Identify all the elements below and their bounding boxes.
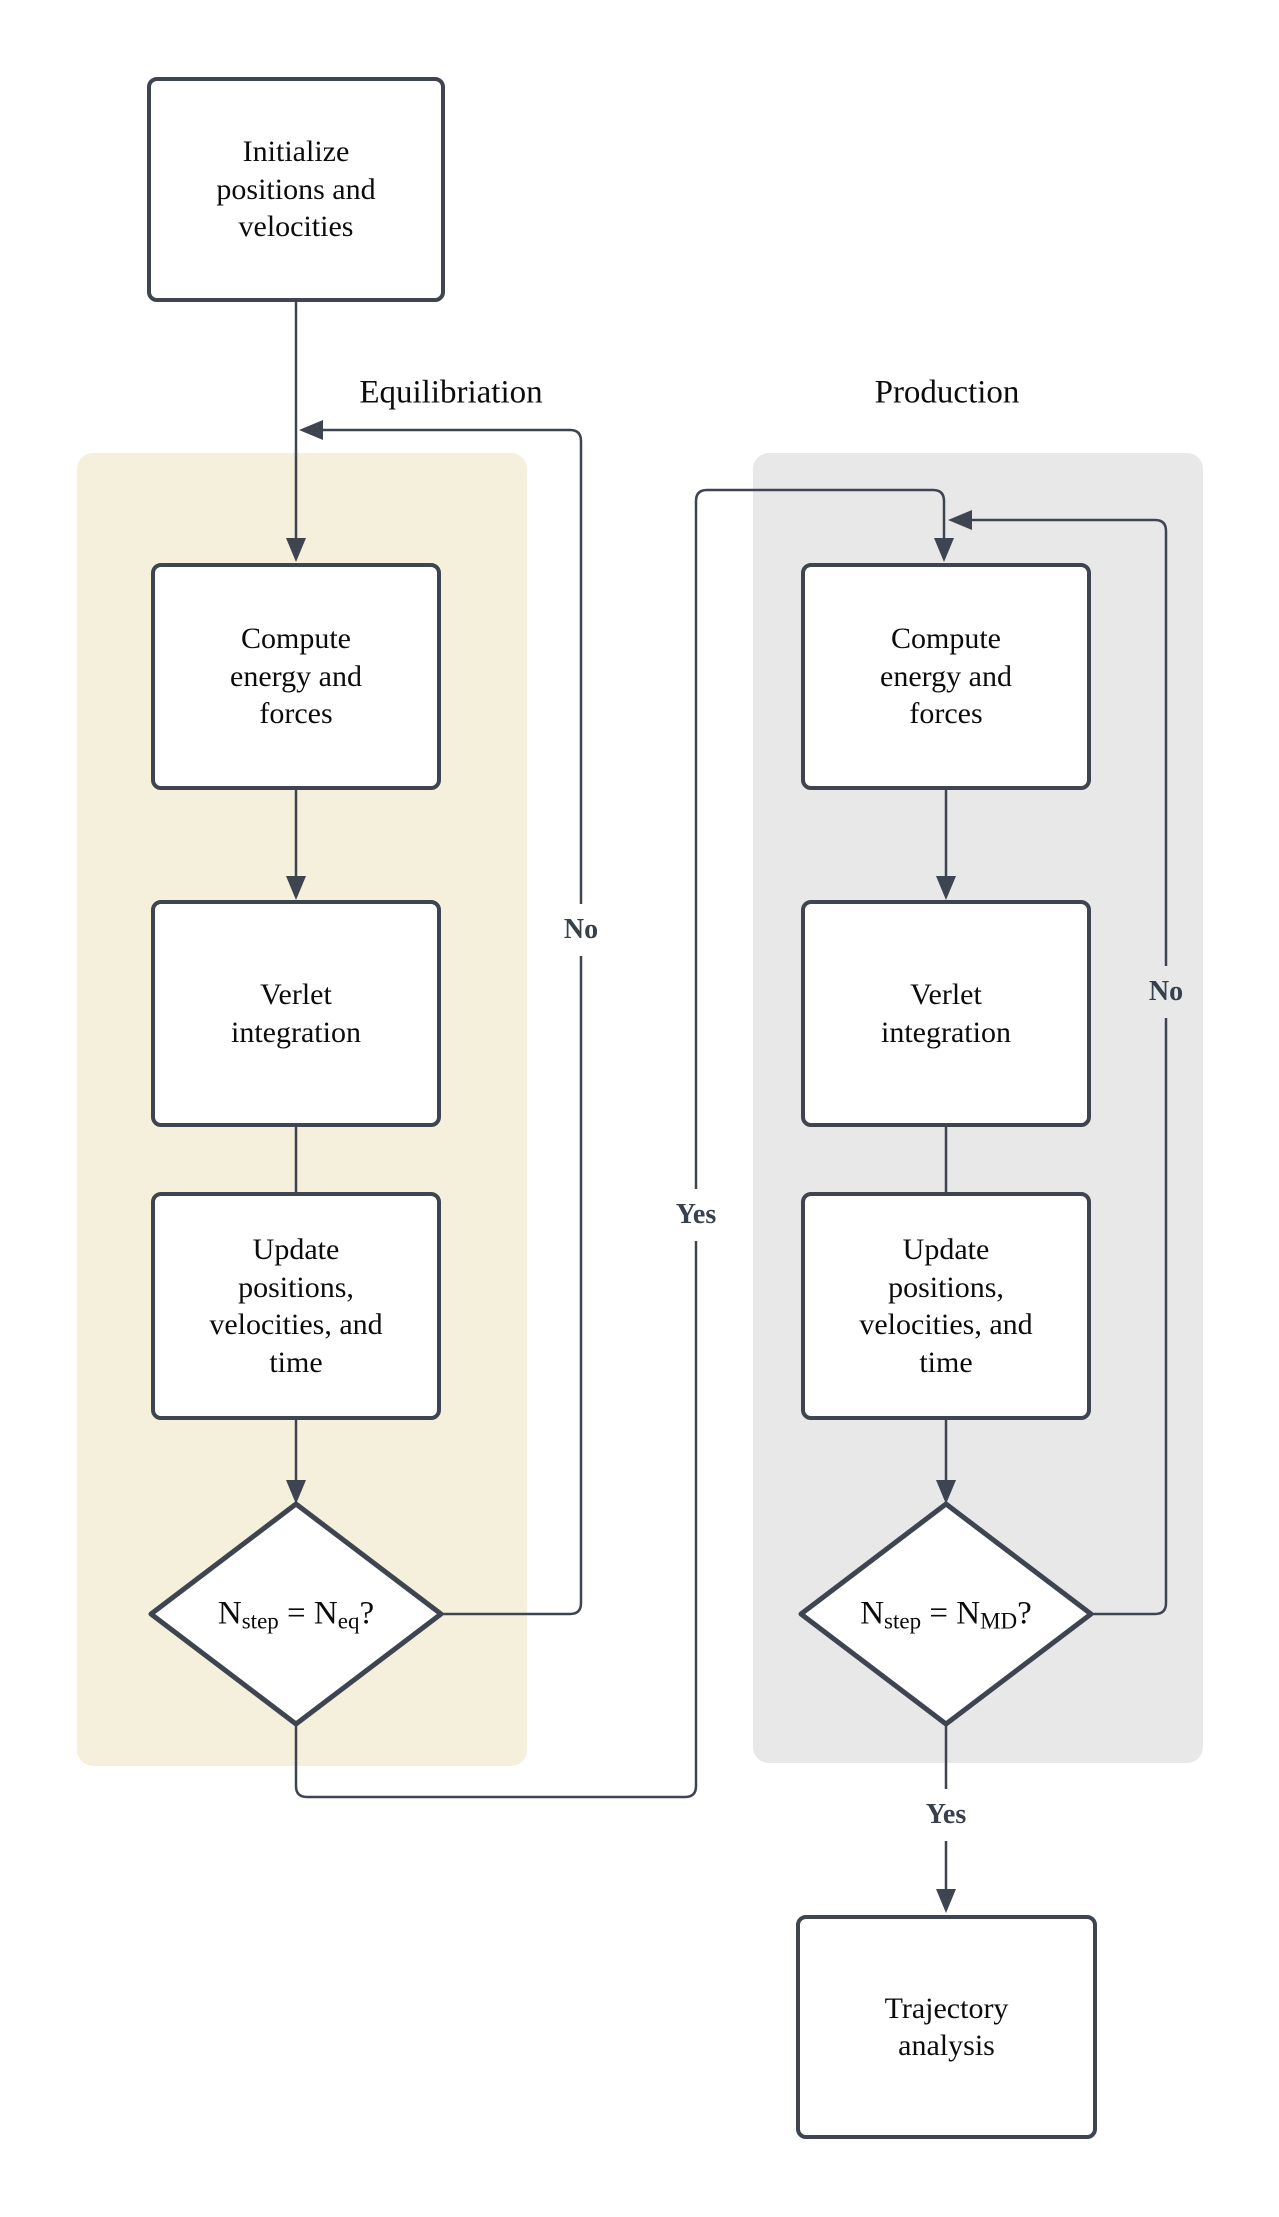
- production-label: Production: [874, 374, 1020, 411]
- prod-decision-n: N: [860, 1595, 885, 1632]
- prod-yes-label: Yes: [921, 1789, 971, 1841]
- node-prod-verlet-integration: Verlet integration: [801, 900, 1091, 1127]
- prod-decision-equals-n: = N: [921, 1595, 981, 1632]
- eq-decision-sub-eq: eq: [337, 1608, 360, 1634]
- arrowhead-prod-update-to-decision: [936, 1480, 956, 1504]
- prod-decision-question: ?: [1017, 1595, 1032, 1632]
- prod-decision-label: Nstep = NMD?: [860, 1595, 1032, 1634]
- arrowhead-eq-compute-to-verlet: [286, 876, 306, 900]
- prod-decision-sub-md: MD: [980, 1608, 1018, 1634]
- equilibriation-label: Equilibriation: [359, 374, 543, 411]
- prod-no-label: No: [1144, 966, 1188, 1018]
- node-trajectory-analysis: Trajectory analysis: [796, 1915, 1097, 2139]
- eq-decision-sub-step: step: [241, 1608, 279, 1634]
- node-eq-compute-energy-forces: Compute energy and forces: [151, 563, 441, 790]
- eq-decision-equals-n: = N: [278, 1595, 338, 1632]
- arrowhead-eq-yes-to-production: [934, 538, 954, 562]
- edge-prod-no-loop: [972, 518, 1168, 1616]
- eq-decision-label: Nstep = Neq?: [217, 1595, 375, 1634]
- eq-decision-question: ?: [359, 1595, 375, 1632]
- edge-eq-no-loop: [323, 428, 583, 1616]
- arrowhead-prod-no-loop: [948, 510, 972, 530]
- eq-no-label: No: [559, 904, 603, 956]
- eq-decision-n: N: [217, 1595, 242, 1632]
- arrowhead-eq-no-loop: [299, 420, 323, 440]
- eq-yes-label: Yes: [671, 1189, 721, 1241]
- prod-decision-sub-step: step: [884, 1608, 922, 1634]
- arrowhead-eq-update-to-decision: [286, 1480, 306, 1504]
- node-eq-verlet-integration: Verlet integration: [151, 900, 441, 1127]
- node-initialize: Initialize positions and velocities: [147, 77, 445, 302]
- node-prod-update-positions: Update positions, velocities, and time: [801, 1192, 1091, 1420]
- eq-decision-diamond: [148, 1501, 444, 1727]
- node-eq-update-positions: Update positions, velocities, and time: [151, 1192, 441, 1420]
- node-prod-compute-energy-forces: Compute energy and forces: [801, 563, 1091, 790]
- prod-decision-diamond: [798, 1501, 1094, 1727]
- arrowhead-prod-compute-to-verlet: [936, 876, 956, 900]
- arrowhead-init-to-eq-compute: [286, 538, 306, 562]
- arrowhead-prod-yes-to-trajectory: [936, 1889, 956, 1913]
- edge-eq-yes-to-production: [294, 488, 946, 1799]
